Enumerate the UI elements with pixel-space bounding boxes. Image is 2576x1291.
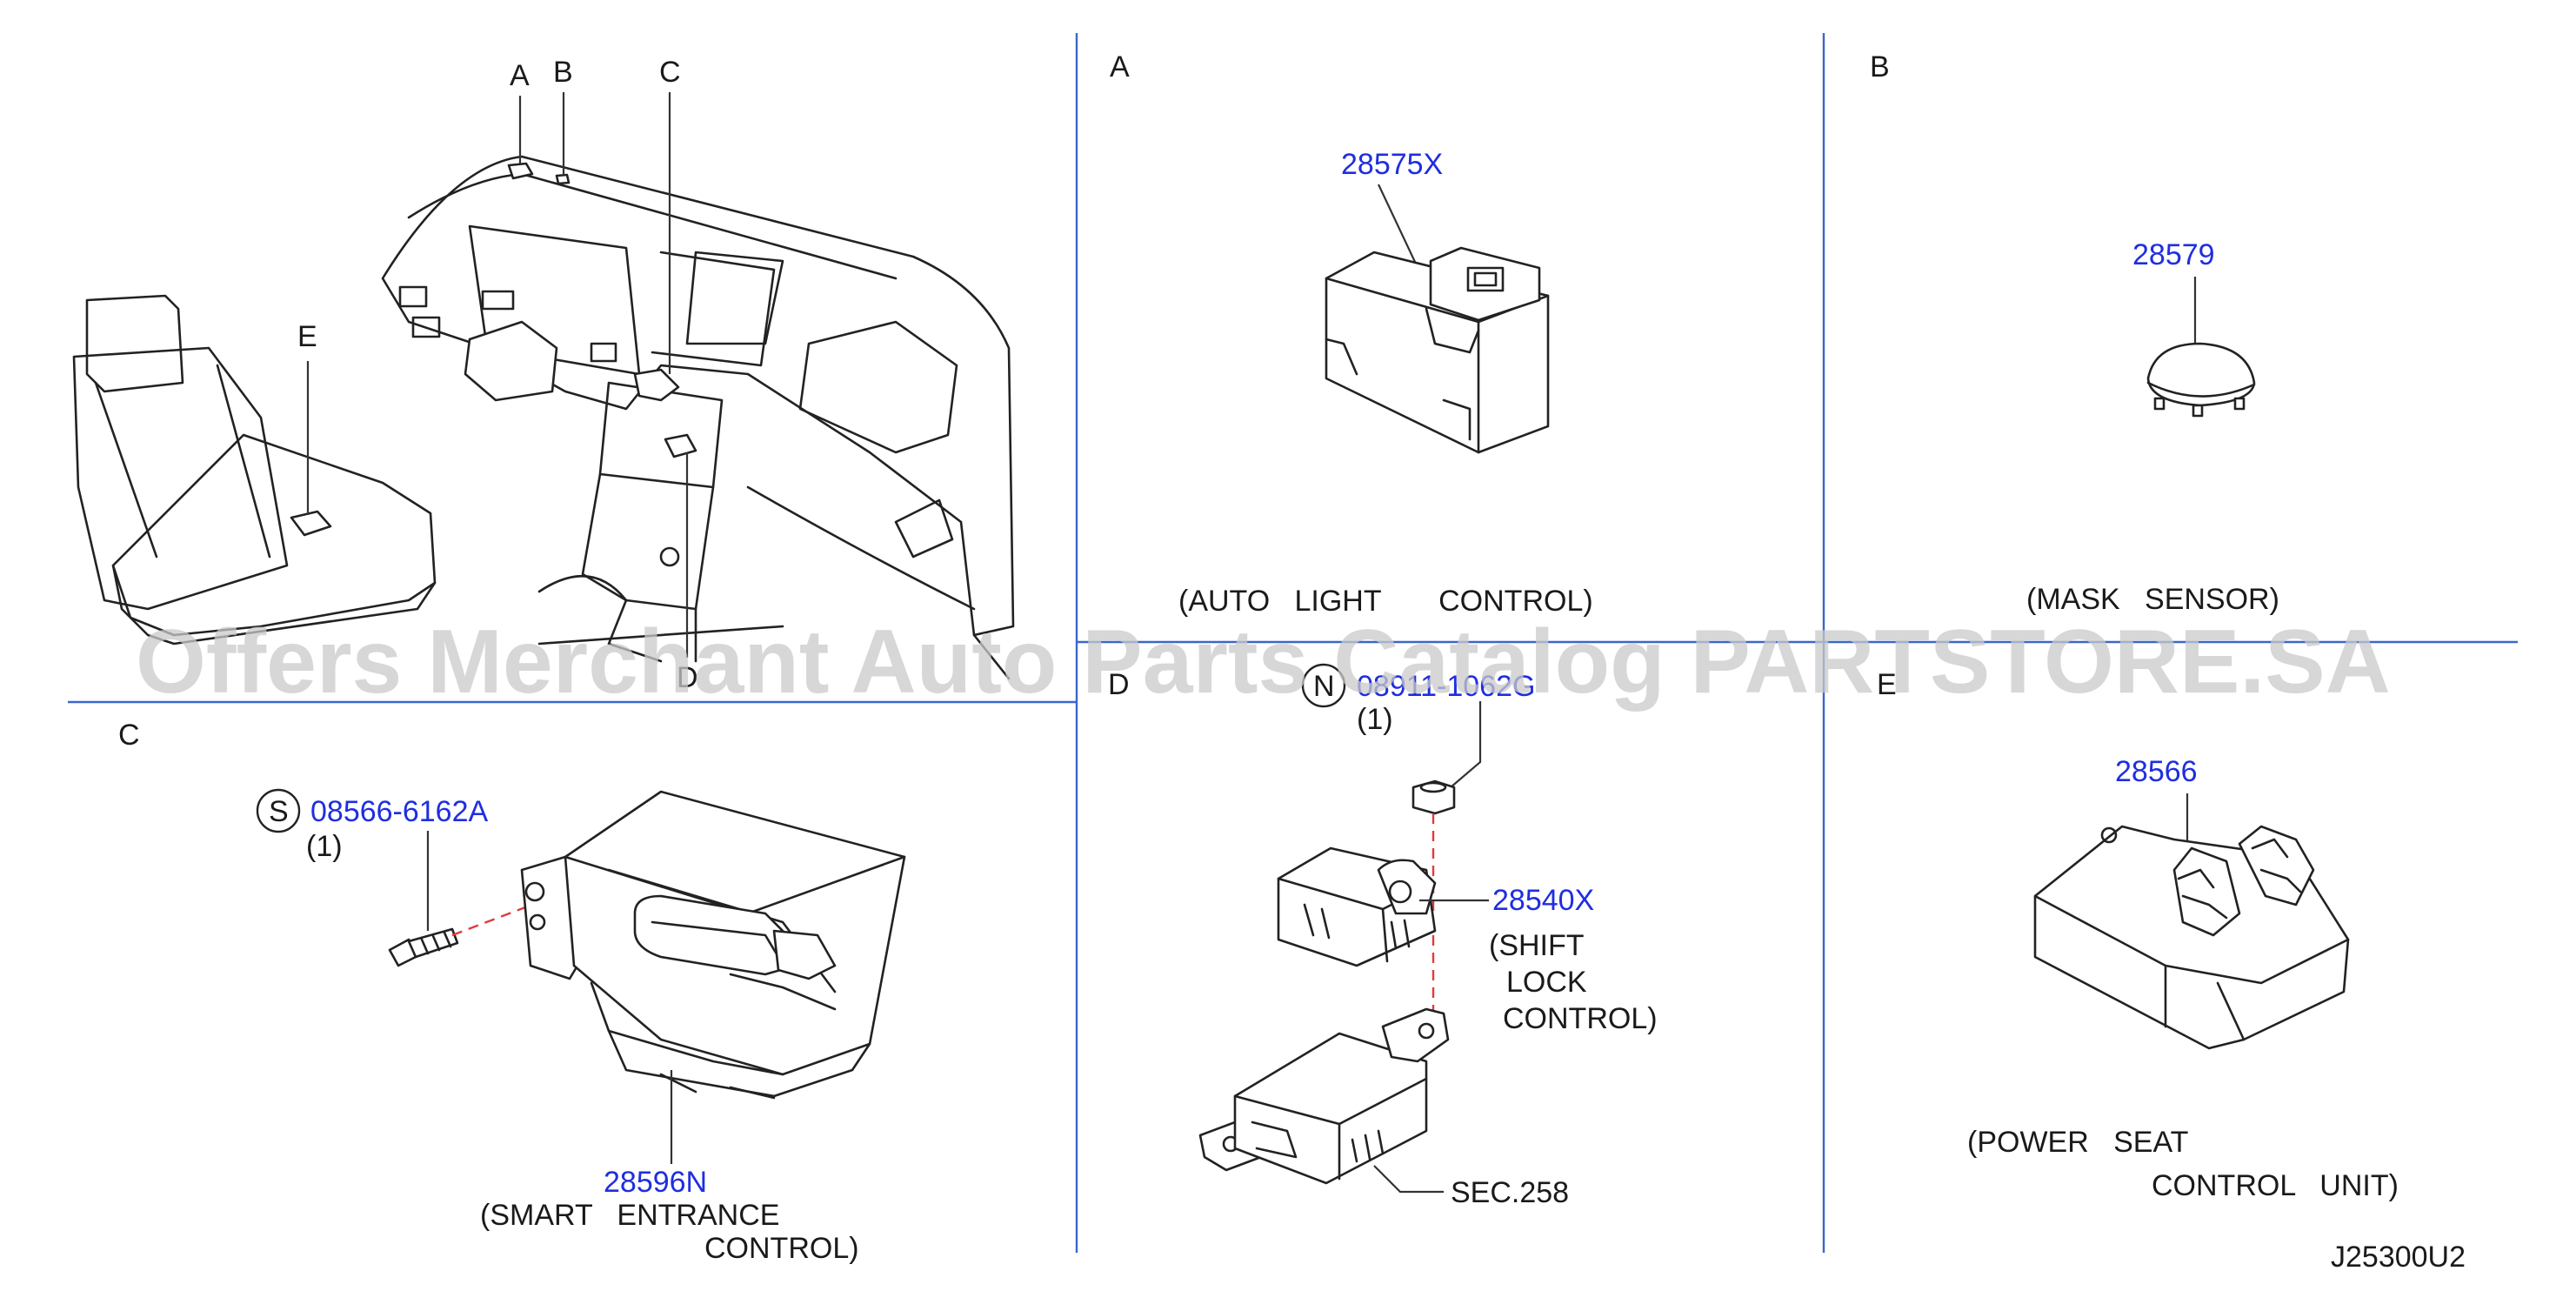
section-reference[interactable]: SEC.258 [1451,1176,1569,1209]
panel-a: A 28575X (AUTO LIGHT CONTROL) [1110,50,1593,618]
panel-dividers [68,33,2518,1253]
panel-a-title: A [1110,50,1130,84]
screw-quantity: (1) [306,830,343,863]
smart-entrance-control-label-line1: (SMART ENTRANCE [480,1199,779,1232]
screw-symbol-circle [256,788,301,833]
control-module-sec258-illustration [1198,1007,1450,1185]
mask-sensor-label: (MASK SENSOR) [2026,583,2279,616]
panel-c: C S 08566-6162A (1) 28596N ( [118,719,906,1265]
callout-c: C [659,56,681,89]
power-seat-control-unit-label-line1: (POWER SEAT [1967,1126,2188,1159]
auto-light-control-illustration [1325,246,1550,454]
part-number-28540x[interactable]: 28540X [1492,884,1594,917]
nut-symbol: N [1313,670,1335,703]
panel-e: E 28566 (POWER SEAT CONTROL UNIT) [1877,668,2399,1202]
callout-a: A [510,59,530,92]
watermark: Offers Merchant Auto Parts Catalog PARTS… [136,612,2391,712]
nut-quantity: (1) [1357,703,1393,736]
panel-d: D N 08911-1062G (1) 28540X (SHIFT LOCK C… [1108,663,1658,1209]
shift-lock-control-illustration [1277,846,1437,967]
nut-leader [1450,701,1482,788]
smart-entrance-control-illustration [520,790,906,1100]
part-number-28575x[interactable]: 28575X [1341,148,1443,181]
seat-illustration [72,294,437,646]
panel-b: B 28579 (MASK SENSOR) [1870,50,2279,616]
panel-d-title: D [1108,668,1130,701]
mask-sensor-illustration [2146,342,2256,418]
shift-lock-control-label-line3: CONTROL) [1503,1002,1658,1035]
panel-c-title: C [118,719,140,752]
panel-b-title: B [1870,50,1890,84]
part-number-28596n[interactable]: 28596N [604,1166,707,1199]
callout-b: B [553,56,573,89]
screw-symbol: S [269,795,289,828]
nut-illustration [1411,779,1456,815]
part-number-08911-1062g[interactable]: 08911-1062G [1357,670,1535,703]
smart-entrance-control-label-line2: CONTROL) [704,1232,859,1265]
nut-symbol-circle [1301,663,1346,708]
callout-d: D [677,661,698,694]
callout-e: E [297,320,317,353]
power-seat-control-unit-label-line2: CONTROL UNIT) [2152,1169,2399,1202]
dashboard-illustration [381,155,1015,680]
panel-e-title: E [1877,668,1897,701]
screw-illustration [388,927,459,967]
screw-dashed-leader [451,903,533,937]
auto-light-control-label: (AUTO LIGHT CONTROL) [1178,585,1593,618]
shift-lock-control-label-line2: LOCK [1506,966,1587,999]
part-number-28579[interactable]: 28579 [2132,238,2215,271]
part-number-08566-6162a[interactable]: 08566-6162A [310,795,489,828]
part-number-28566[interactable]: 28566 [2115,755,2198,788]
shift-lock-control-label-line1: (SHIFT [1489,929,1585,962]
diagram-code: J25300U2 [2331,1241,2466,1274]
power-seat-control-unit-illustration [2033,825,2350,1050]
overview-illustration: A B C E D [72,56,1015,694]
section-ref-leader [1373,1165,1444,1194]
